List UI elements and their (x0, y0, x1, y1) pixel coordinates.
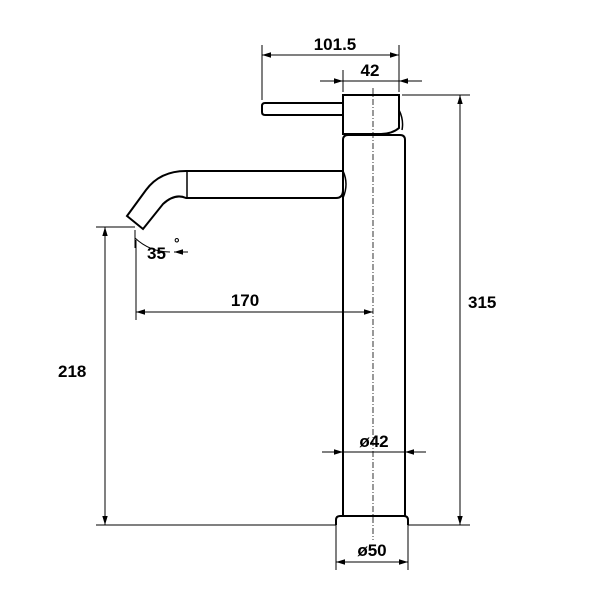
dim-spout-height-label: 218 (58, 362, 86, 381)
dimension-spout-angle: 35 ° (134, 230, 188, 263)
cap-joint (398, 109, 404, 131)
spout-joint (342, 170, 347, 199)
lever (261, 102, 343, 116)
dim-handle-reach-label: 101.5 (314, 35, 357, 54)
dimension-base-diameter: ø50 (335, 525, 409, 570)
dimension-body-top-width: 42 (320, 61, 422, 92)
dimension-spout-height: 218 (58, 226, 336, 526)
dim-body-diameter-label: ø42 (359, 432, 388, 451)
dimension-body-diameter: ø42 (322, 432, 426, 455)
dim-body-top-width-label: 42 (361, 61, 380, 80)
body-outline (342, 134, 406, 516)
dimension-handle-reach: 101.5 (261, 35, 400, 100)
dim-total-height-label: 315 (468, 293, 496, 312)
dim-spout-angle-label: 35 (147, 244, 166, 263)
dim-spout-angle-unit: ° (174, 235, 180, 251)
base-outline (335, 515, 409, 525)
faucet-outline (125, 88, 409, 540)
spout-outline (125, 170, 344, 231)
dimension-spout-reach: 170 (135, 240, 373, 320)
dimension-total-height: 315 (402, 94, 496, 526)
dim-base-diameter-label: ø50 (357, 541, 386, 560)
handle-cap (342, 94, 400, 135)
dim-spout-reach-label: 170 (231, 291, 259, 310)
